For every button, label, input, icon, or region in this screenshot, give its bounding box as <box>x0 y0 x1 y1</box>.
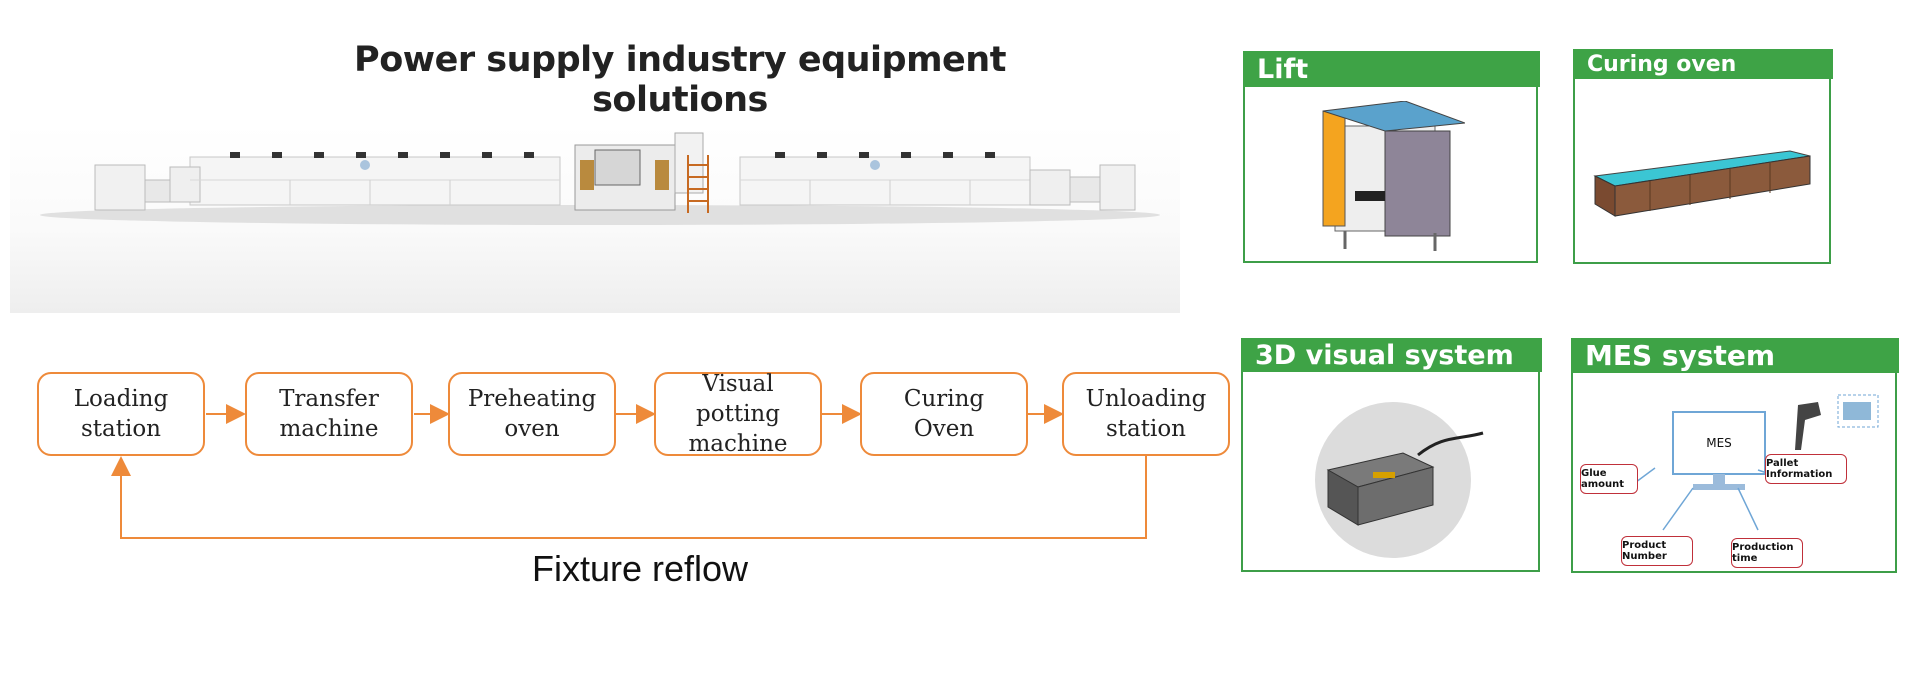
flow-connectors <box>111 404 1147 539</box>
3d-camera-illustration <box>1315 402 1484 558</box>
mes-item-product-number: Product Number <box>1621 536 1693 566</box>
curing-oven-illustration <box>1593 150 1811 217</box>
lift-illustration <box>1322 101 1465 251</box>
mes-item-pallet-information: Pallet Information <box>1765 454 1847 484</box>
mes-item-glue-amount: Glue amount <box>1580 464 1638 494</box>
visual-3d-panel-title: 3D visual system <box>1241 338 1542 372</box>
lift-panel: Lift <box>1243 51 1540 263</box>
mes-panel: MES system MES Glue amount Product Numbe… <box>1571 338 1899 573</box>
flow-step-preheating-oven: Preheating oven <box>448 372 616 456</box>
flow-step-transfer-machine: Transfer machine <box>245 372 413 456</box>
fixture-reflow-label: Fixture reflow <box>531 548 749 589</box>
flow-step-visual-potting-machine: Visual potting machine <box>654 371 822 457</box>
visual-3d-panel: 3D visual system <box>1241 338 1542 572</box>
curing-oven-panel-title: Curing oven <box>1573 49 1833 79</box>
flow-step-curing-oven: Curing Oven <box>860 372 1028 456</box>
production-line-image <box>10 125 1180 313</box>
mes-diagram <box>1627 394 1879 531</box>
mes-item-production-time: Production time <box>1731 538 1803 568</box>
page-title: Power supply industry equipment solution… <box>354 40 1006 120</box>
mes-panel-title: MES system <box>1571 338 1899 373</box>
lift-panel-title: Lift <box>1243 51 1540 87</box>
flow-step-unloading-station: Unloading station <box>1062 372 1230 456</box>
flow-step-loading-station: Loading station <box>37 372 205 456</box>
curing-oven-panel: Curing oven <box>1573 49 1833 264</box>
mes-monitor-label: MES <box>1706 436 1732 450</box>
